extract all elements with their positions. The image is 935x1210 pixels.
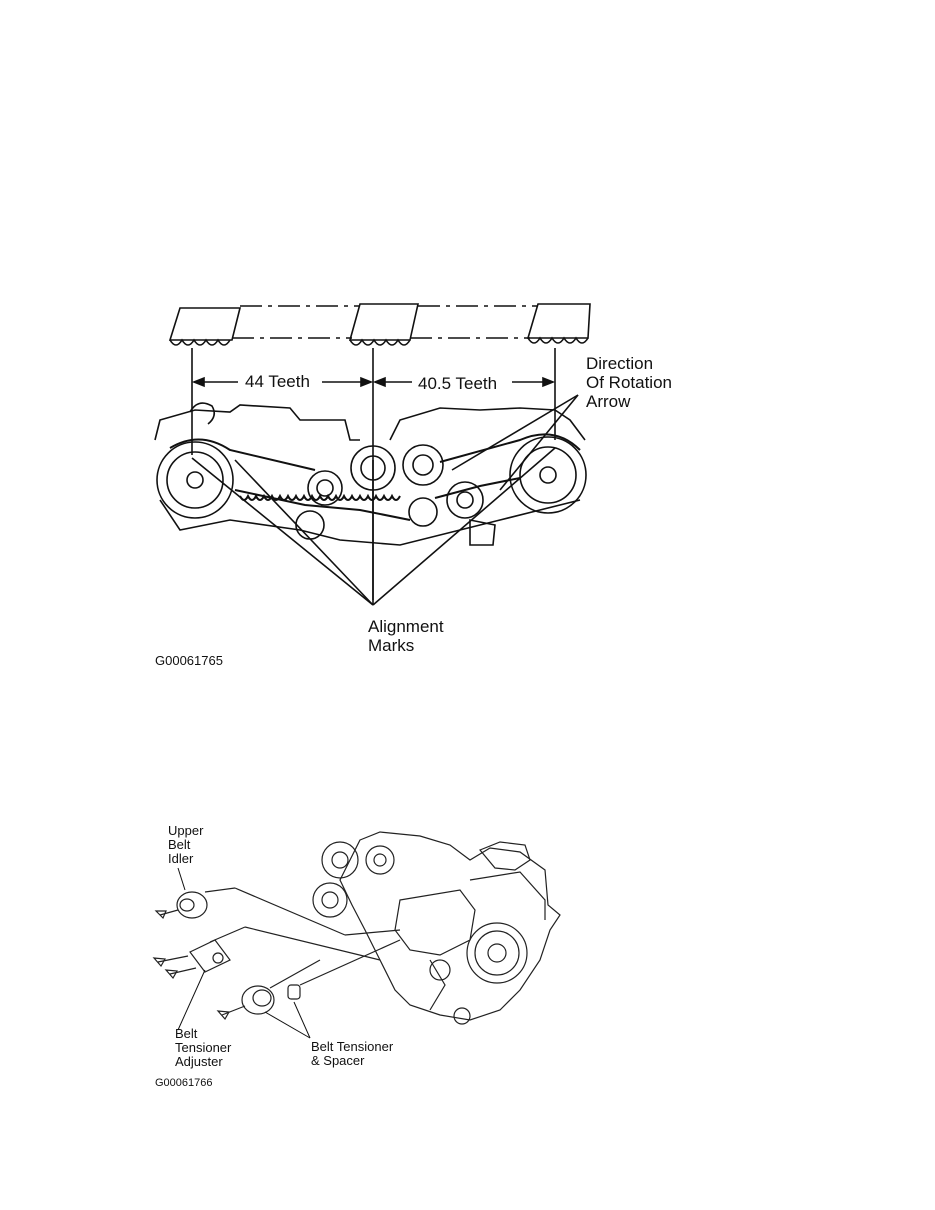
label-40-5-teeth: 40.5 Teeth [418, 374, 498, 393]
label-line: Tensioner [175, 1040, 232, 1055]
figure-code-1: G00061765 [155, 653, 223, 668]
label-line: Belt Tensioner [311, 1039, 394, 1054]
center-boss [429, 959, 451, 981]
tensioner-pulley [446, 481, 484, 519]
engine-front-outline [339, 831, 561, 1021]
label-alignment-marks: Alignment Marks [368, 617, 444, 655]
right-cam-pulley [509, 436, 587, 514]
label-line: Direction [586, 354, 654, 373]
label-line: Alignment [368, 617, 444, 636]
label-line: Belt [168, 837, 191, 852]
alignment-leaders [191, 447, 556, 606]
belt-reference-strip [168, 303, 591, 346]
label-line: Of Rotation [586, 373, 672, 392]
callout-leaders [177, 867, 311, 1039]
label-line: Idler [168, 851, 194, 866]
dimension-44-teeth [191, 376, 374, 388]
upper-pulleys [312, 841, 395, 918]
dimension-40-5-teeth [372, 376, 556, 388]
engine-block-outline [154, 402, 586, 546]
left-idler-roller [307, 470, 343, 506]
lower-boss [453, 1007, 471, 1025]
right-idler-roller [402, 444, 444, 486]
label-belt-tensioner-adjuster: Belt Tensioner Adjuster [175, 1027, 231, 1069]
label-line: Adjuster [175, 1054, 223, 1069]
label-line: Upper [168, 823, 204, 838]
label-upper-belt-idler: Upper Belt Idler [168, 824, 203, 866]
label-line: Marks [368, 636, 415, 655]
left-cam-pulley [156, 441, 234, 519]
figure-code-2: G00061766 [155, 1077, 213, 1089]
label-direction-of-rotation: Direction Of Rotation Arrow [586, 354, 672, 411]
belt-tensioner-spacer-part [216, 939, 401, 1021]
crank-sprocket [408, 497, 438, 527]
crankshaft-pulley [466, 922, 528, 984]
label-line: Belt [175, 1026, 198, 1041]
belt-tensioner-adjuster-part [152, 926, 381, 980]
rotation-leaders [451, 394, 579, 491]
label-line: & Spacer [311, 1053, 365, 1068]
label-line: Arrow [586, 392, 631, 411]
label-belt-tensioner-spacer: Belt Tensioner & Spacer [311, 1040, 393, 1068]
upper-belt-idler-part [154, 887, 401, 936]
label-44-teeth: 44 Teeth [245, 372, 310, 391]
